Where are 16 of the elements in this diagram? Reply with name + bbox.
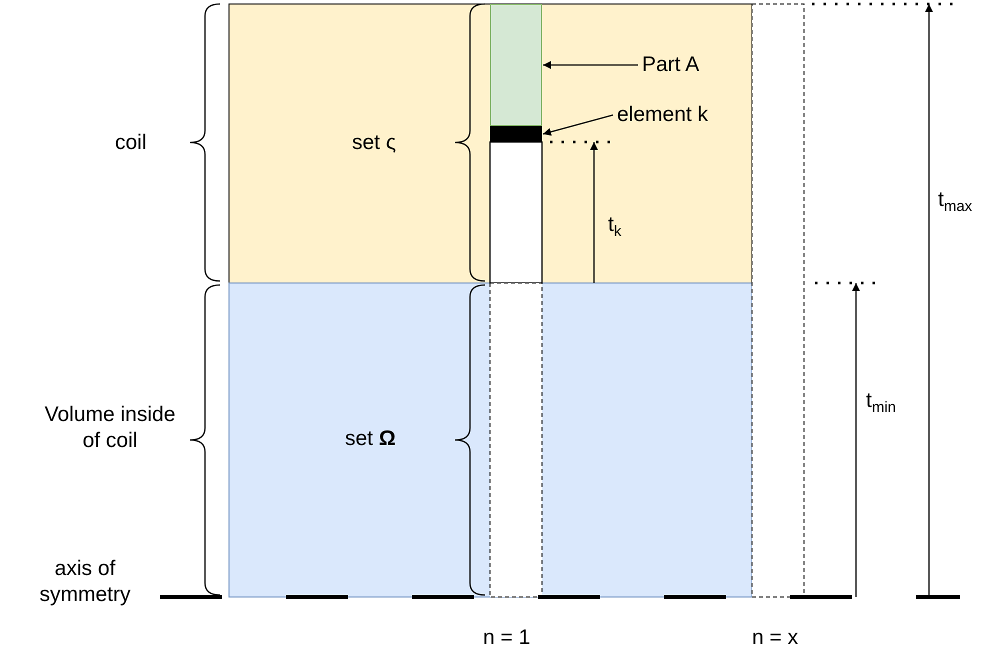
column-label: n = x: [752, 625, 798, 651]
dimension-label: t$_{k}$: [608, 212, 622, 242]
dimension-label: t$_{max}$: [938, 187, 972, 218]
region-label: Volume inside of coil: [44, 402, 176, 454]
column-label: n = 1: [483, 625, 530, 651]
region-label: coil: [115, 130, 147, 156]
leader-line: [542, 114, 614, 136]
set-label: set Ω: [345, 426, 396, 452]
element-bar: [490, 126, 542, 142]
leader-line: [543, 61, 638, 69]
part-block: [490, 4, 542, 126]
set-label: set ς: [352, 130, 396, 156]
part-label: Part A: [642, 52, 700, 78]
element-label: element k: [617, 102, 708, 128]
axis-label: axis of symmetry: [38, 556, 132, 608]
dimension-label: t$_{min}$: [866, 388, 896, 418]
